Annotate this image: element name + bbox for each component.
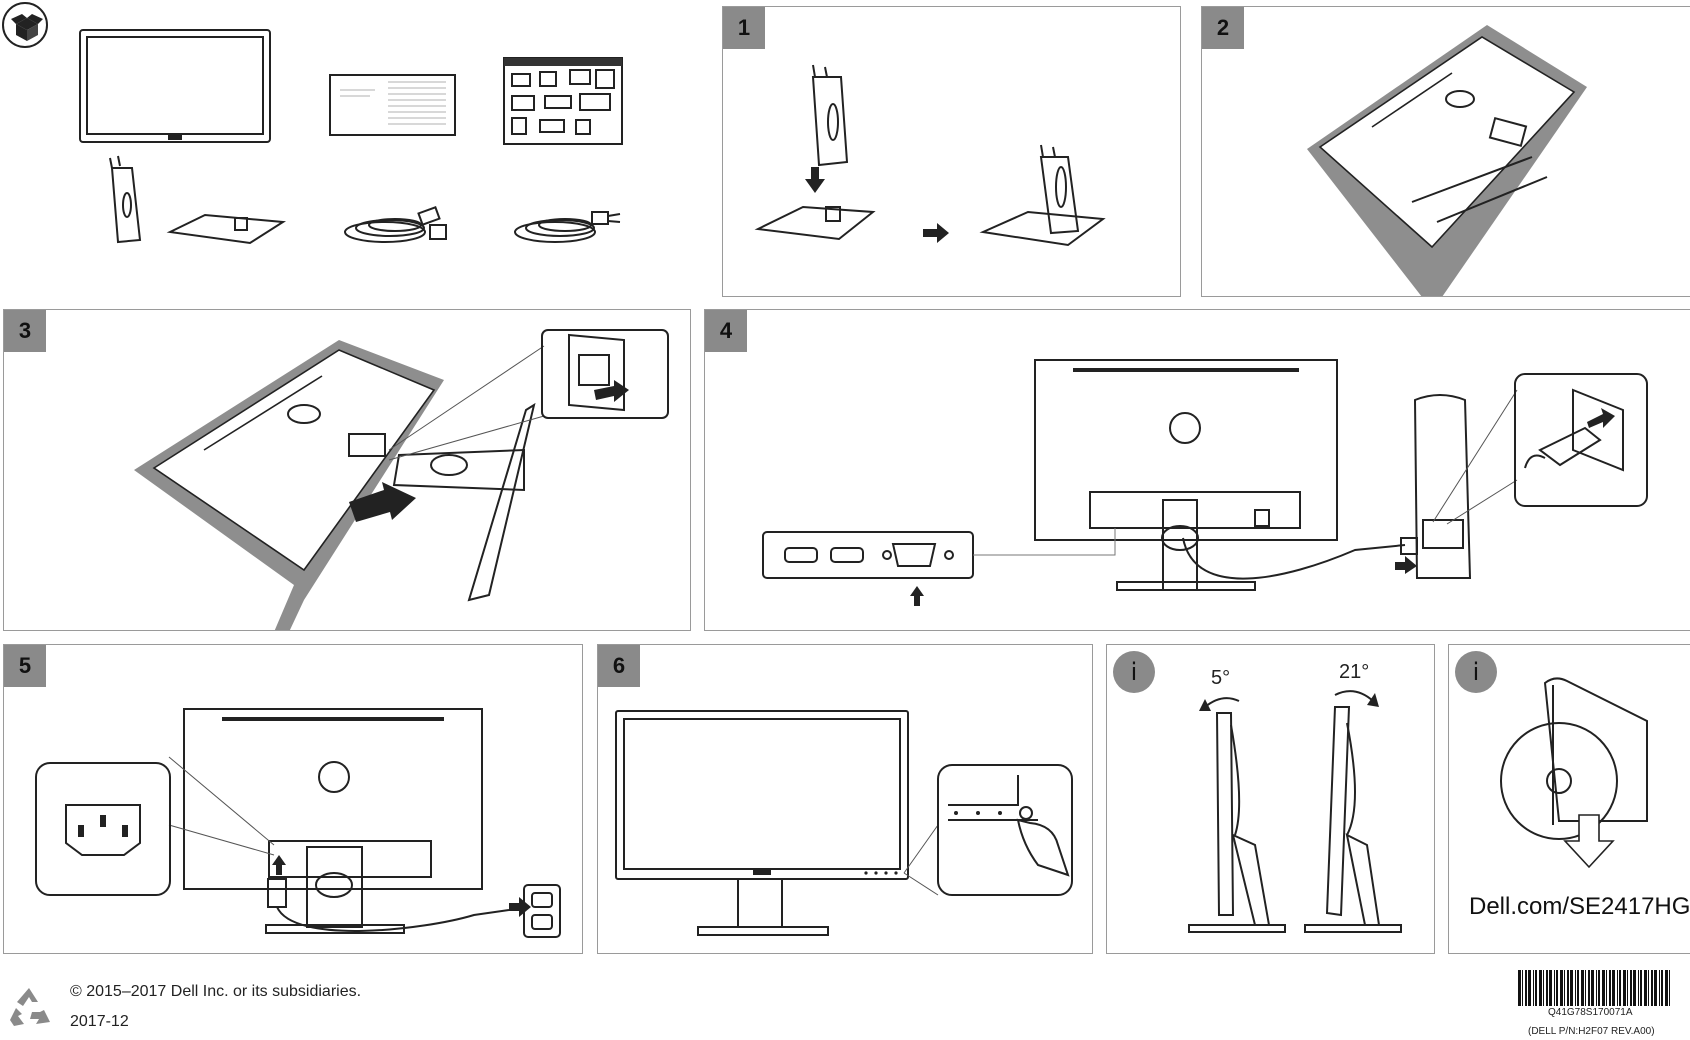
barcode-bar xyxy=(1556,970,1558,1006)
barcode-bar xyxy=(1669,970,1670,1006)
barcode-bar xyxy=(1665,970,1668,1006)
barcode-bar xyxy=(1549,970,1552,1006)
barcode-bar xyxy=(1518,970,1521,1006)
barcode-bar xyxy=(1535,970,1537,1006)
step-number-3: 3 xyxy=(4,310,46,352)
barcode-number: Q41G78S170071A xyxy=(1548,1007,1633,1018)
barcode-bar xyxy=(1623,970,1626,1006)
box-contents-section xyxy=(0,0,700,300)
tilt-forward-label: 5° xyxy=(1211,667,1231,689)
support-info-panel: i Dell.com/SE2417HG xyxy=(1448,644,1690,954)
barcode-bar xyxy=(1577,970,1579,1006)
barcode-bar xyxy=(1606,970,1607,1006)
barcode-bar xyxy=(1659,970,1660,1006)
box-contents-illustration xyxy=(79,29,623,245)
barcode-bar xyxy=(1581,970,1584,1006)
barcode-bar xyxy=(1630,970,1632,1006)
barcode-bar xyxy=(1546,970,1548,1006)
barcode-bar xyxy=(1588,970,1590,1006)
barcode-bar xyxy=(1644,970,1647,1006)
barcode-bar xyxy=(1543,970,1544,1006)
step-2-panel: 2 xyxy=(1201,6,1690,297)
step-number-1: 1 xyxy=(723,7,765,49)
connect-power-cable-illustration xyxy=(35,708,561,938)
attach-riser-to-base-illustration xyxy=(754,64,1106,247)
step-4-panel: 4 xyxy=(704,309,1690,631)
info-icon-support: i xyxy=(1455,651,1497,693)
copyright-text: © 2015–2017 Dell Inc. or its subsidiarie… xyxy=(70,983,362,1000)
recycle-icon xyxy=(6,984,52,1030)
step-1-panel: 1 xyxy=(722,6,1181,297)
barcode-bar xyxy=(1648,970,1649,1006)
document-date: 2017-12 xyxy=(70,1013,129,1030)
barcode-bar xyxy=(1612,970,1615,1006)
power-on-monitor-illustration xyxy=(615,710,1073,936)
barcode-bar xyxy=(1598,970,1600,1006)
step-3-panel: 3 xyxy=(3,309,691,631)
barcode-bar xyxy=(1525,970,1527,1006)
disc-download-illustration xyxy=(1500,677,1648,869)
barcode-bar xyxy=(1661,970,1663,1006)
box-open-icon xyxy=(2,2,48,48)
barcode-bar xyxy=(1633,970,1636,1006)
barcode-bar xyxy=(1585,970,1586,1006)
barcode-bar xyxy=(1654,970,1657,1006)
step-number-6: 6 xyxy=(598,645,640,687)
step-number-2: 2 xyxy=(1202,7,1244,49)
step-number-4: 4 xyxy=(705,310,747,352)
monitor-tilt-illustration xyxy=(1188,690,1402,933)
barcode-bar xyxy=(1560,970,1563,1006)
barcode-bar xyxy=(1627,970,1628,1006)
tilt-backward-label: 21° xyxy=(1339,661,1370,683)
barcode xyxy=(1518,970,1674,1006)
barcode-bar xyxy=(1528,970,1531,1006)
support-url[interactable]: Dell.com/SE2417HG xyxy=(1469,893,1690,920)
barcode-bar xyxy=(1522,970,1523,1006)
monitor-face-down-illustration xyxy=(1307,25,1587,296)
attach-stand-to-monitor-illustration xyxy=(134,329,669,630)
barcode-bar xyxy=(1602,970,1605,1006)
barcode-bar xyxy=(1609,970,1611,1006)
barcode-bar xyxy=(1596,970,1597,1006)
step-5-panel: 5 xyxy=(3,644,583,954)
barcode-bar xyxy=(1564,970,1565,1006)
step-6-panel: 6 xyxy=(597,644,1093,954)
barcode-bar xyxy=(1619,970,1621,1006)
barcode-bar xyxy=(1617,970,1618,1006)
info-icon-tilt: i xyxy=(1113,651,1155,693)
barcode-bar xyxy=(1638,970,1639,1006)
barcode-bar xyxy=(1533,970,1534,1006)
step-number-5: 5 xyxy=(4,645,46,687)
barcode-bar xyxy=(1554,970,1555,1006)
connect-vga-cable-illustration xyxy=(762,359,1648,606)
barcode-bar xyxy=(1651,970,1653,1006)
barcode-bar xyxy=(1575,970,1576,1006)
barcode-bar xyxy=(1567,970,1569,1006)
barcode-bar xyxy=(1591,970,1594,1006)
barcode-bar xyxy=(1570,970,1573,1006)
tilt-info-panel: i 5° 21° xyxy=(1106,644,1435,954)
part-number: (DELL P/N:H2F07 REV.A00) xyxy=(1528,1026,1655,1037)
barcode-bar xyxy=(1539,970,1542,1006)
barcode-bar xyxy=(1640,970,1642,1006)
